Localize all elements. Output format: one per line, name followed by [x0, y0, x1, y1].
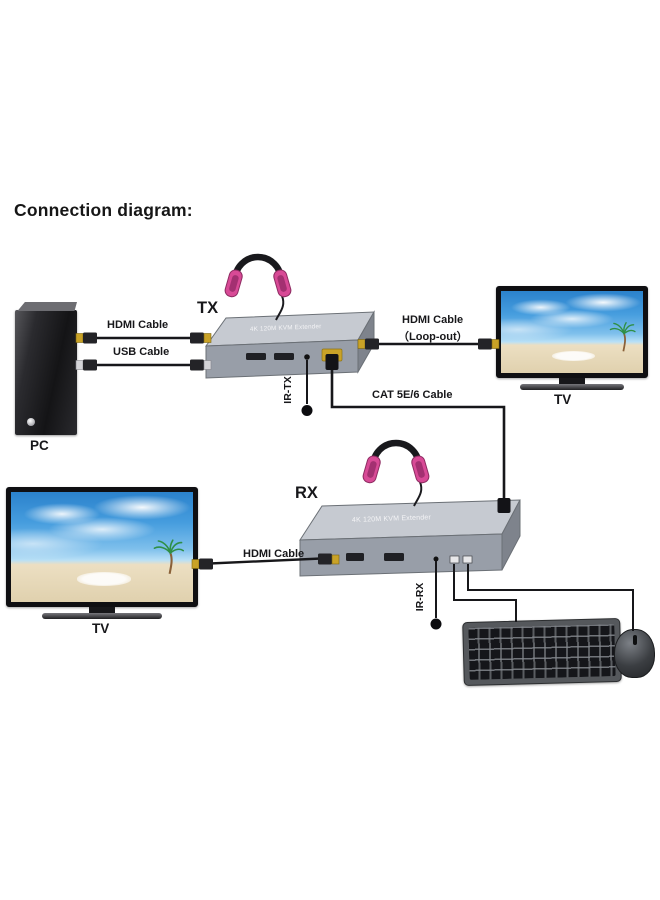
tx-ports: [246, 348, 343, 362]
keyboard-keys: [468, 624, 616, 680]
pc-power-button-icon: [27, 418, 35, 426]
tv-top-stand-base: [520, 384, 624, 390]
ir-rx-label: IR-RX: [414, 582, 426, 612]
tv-bottom-screen: [11, 492, 193, 602]
tx-headphones-icon: [224, 257, 293, 320]
usb-cable-pc-tx-label: USB Cable: [113, 346, 170, 358]
hdmi-loopout-label-line2: （Loop-out）: [398, 331, 468, 343]
palm-tree-icon: [153, 539, 184, 574]
rx-ports: [346, 553, 473, 564]
ir-tx-emitter: [301, 360, 313, 416]
keyboard-cable: [453, 564, 517, 622]
tv-top-label: TV: [554, 392, 572, 407]
usb-cable-pc-tx: [75, 359, 212, 371]
tv-bottom-stand-base: [42, 613, 162, 619]
ir-rx-emitter: [430, 561, 442, 630]
beach-blanket: [552, 350, 595, 361]
rx-panel-text: 4K 120M KVM Extender: [352, 514, 432, 524]
beach-blanket: [76, 572, 132, 586]
pc-tower: [15, 302, 77, 435]
tv-bottom-frame: [6, 487, 198, 607]
tx-panel-text: 4K 120M KVM Extender: [250, 323, 322, 333]
tv-bottom-label: TV: [92, 621, 110, 636]
tv-bottom: [6, 487, 198, 619]
tv-top: [496, 286, 648, 390]
tv-top-frame: [496, 286, 648, 378]
tv-top-screen: [501, 291, 643, 373]
rx-headphones-icon: [362, 443, 431, 506]
tx-label: TX: [197, 299, 219, 317]
mouse-wheel-icon: [632, 635, 637, 645]
cat-cable-label: CAT 5E/6 Cable: [372, 389, 453, 401]
hdmi-cable-tv-rx-label: HDMI Cable: [243, 548, 305, 560]
mouse: [614, 629, 655, 678]
pc-label: PC: [30, 438, 49, 453]
keyboard: [462, 617, 622, 687]
hdmi-loopout-label-line1: HDMI Cable: [402, 314, 464, 326]
ir-tx-label: IR-TX: [282, 376, 294, 404]
tv-bottom-stand-neck: [89, 607, 115, 613]
pc-tower-top: [17, 302, 77, 311]
rx-extender-device: 4K 120M KVM Extender: [299, 499, 521, 577]
hdmi-cable-pc-tx: [75, 332, 212, 344]
tv-top-stand-neck: [559, 378, 585, 384]
page-title: Connection diagram:: [14, 200, 193, 220]
hdmi-cable-pc-tx-label: HDMI Cable: [107, 319, 169, 331]
palm-tree-icon: [609, 322, 636, 352]
rx-label: RX: [295, 484, 318, 502]
cat5e6-cable: [325, 354, 511, 513]
